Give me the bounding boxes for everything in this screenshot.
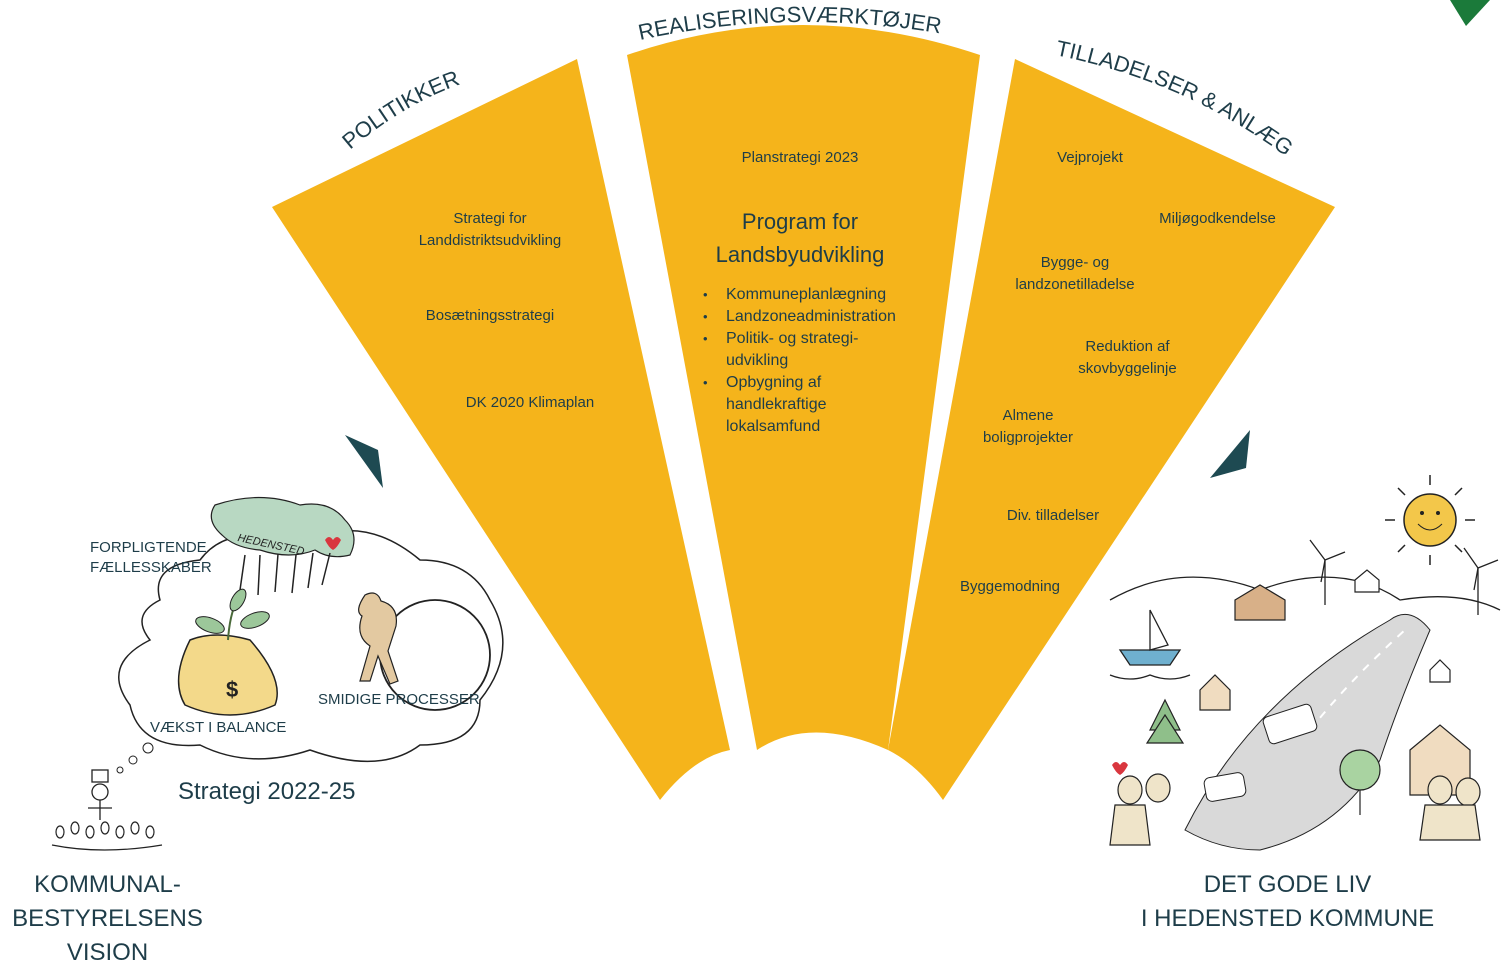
tilladelser-item-7: Byggemodning [959,578,1061,595]
people-right-icon [1419,775,1481,841]
thinker-icon [88,769,112,820]
road-line [1309,629,1406,731]
program-bullets: Kommuneplanlægning Landzoneadministratio… [700,284,930,438]
arrow-right-icon [1210,430,1250,478]
sector-politikker [272,59,730,800]
sector-tilladelser [888,59,1335,800]
tilladelser-item-4: Reduktion af skovbyggelinje [1078,338,1177,377]
landscape-icon [1109,576,1501,611]
heart-icon [325,537,341,550]
realisering-top-item: Planstrategi 2023 [741,149,859,166]
heart-icon [1112,762,1128,775]
tilladelser-item-1: Vejprojekt [1057,149,1123,166]
det-gode-liv-caption: DET GODE LIV I HEDENSTED KOMMUNE [1140,871,1435,932]
map-hedensted-icon [210,496,355,558]
program-bullet: Kommuneplanlægning [700,284,930,306]
plant-icon [195,588,270,641]
tilladelser-item-6: Div. tilladelser [1006,507,1100,524]
label-forpligtende: FORPLIGTENDE FÆLLESSKABER [90,539,212,576]
house-icon [1199,569,1471,796]
windmill-icon [1309,539,1499,615]
program-bullet: Opbygning af handlekraftige lokalsamfund [700,372,886,438]
money-bag-icon [177,634,278,716]
vision-caption: KOMMUNAL- BESTYRELSENS VISION [12,871,203,966]
strategi-label: Strategi 2022-25 [178,778,356,805]
politikker-item-3: DK 2020 Klimaplan [465,394,595,411]
hands-icon [239,552,331,596]
sun-icon [1385,475,1475,565]
thought-dot-icon [116,766,124,774]
program-bullet: Politik- og strategi-udvikling [700,328,886,372]
program-title: Program for Landsbyudvikling [715,209,885,267]
dollar-icon: $ [226,677,238,702]
label-vaekst: VÆKST I BALANCE [150,719,287,736]
tilladelser-item-5: Almene boligprojekter [982,407,1074,446]
arrow-left-icon [345,435,383,488]
tilladelser-item-3: Bygge- og landzonetilladelse [1015,254,1135,293]
truck-icon [1262,703,1318,745]
boat-icon [1109,609,1191,680]
program-bullet: Landzoneadministration [700,306,930,328]
logo-icon [1450,0,1490,26]
car-icon [1203,772,1247,802]
crowd-icon [51,821,163,851]
thought-dot-icon [142,742,154,754]
tilladelser-item-2: Miljøgodkendelse [1159,210,1276,227]
politikker-item-2: Bosætningsstrategi [425,307,555,324]
label-smidige: SMIDIGE PROCESSER [318,691,480,708]
tree-icon [1145,698,1381,815]
politikker-item-1: Strategi for Landdistriktsudvikling [418,210,562,249]
people-left-icon [1109,773,1171,846]
pushing-person-icon [358,592,399,685]
thought-dot-icon [128,755,138,765]
